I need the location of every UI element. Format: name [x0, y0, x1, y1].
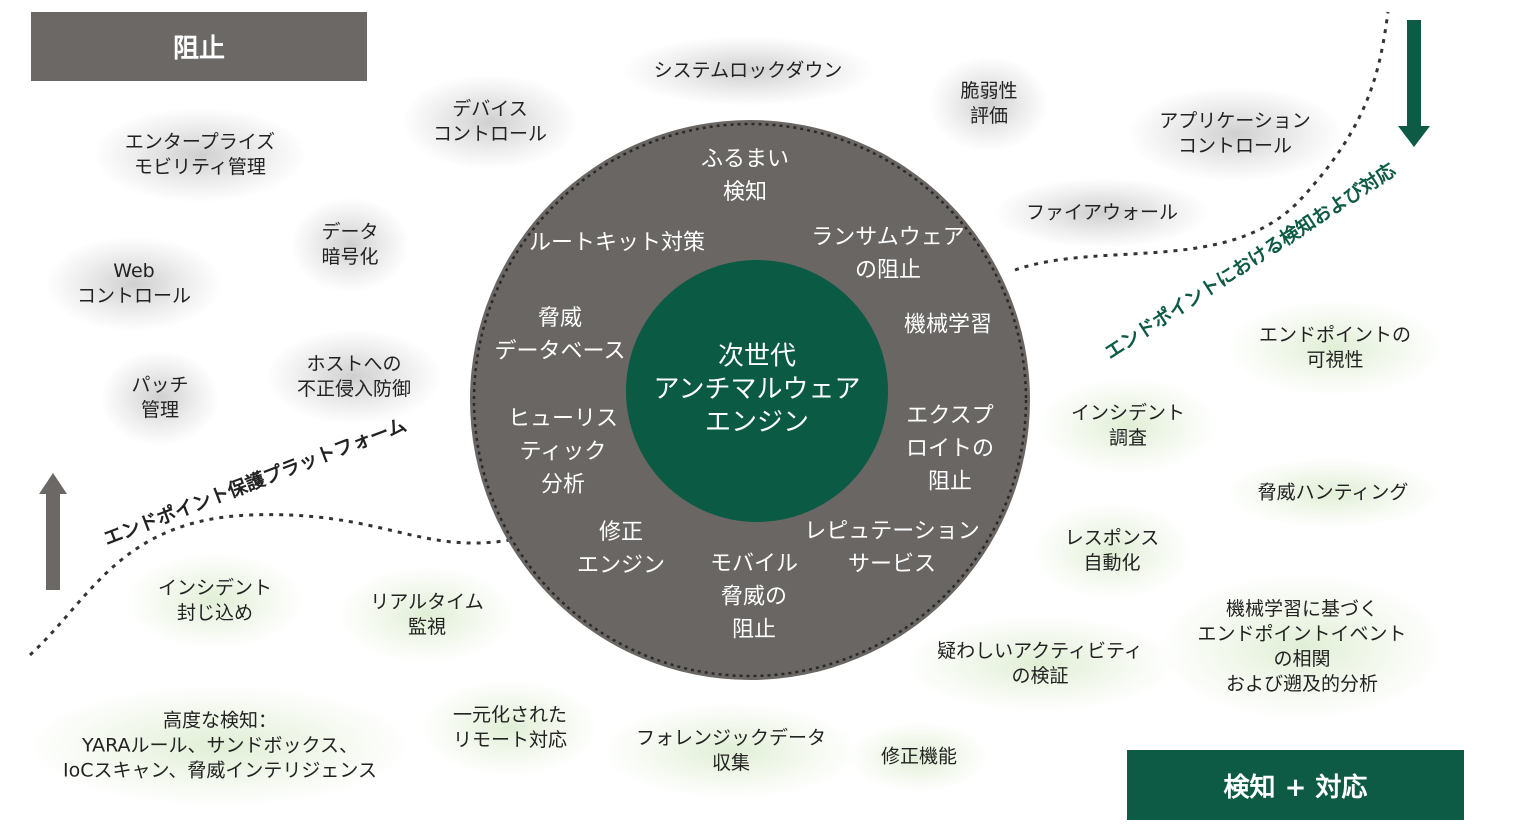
detection-item: 修正機能	[850, 722, 988, 792]
prevention-item: Web コントロール	[46, 237, 222, 331]
prevention-item: 脆弱性 評価	[930, 57, 1048, 151]
prevention-item: ファイアウォール	[995, 178, 1209, 248]
detection-item: 機械学習に基づく エンドポイントイベントの相関 および遡及的分析	[1162, 575, 1442, 719]
core-label: 次世代 アンチマルウェア エンジン	[653, 341, 861, 438]
core-circle	[626, 260, 888, 522]
detect-respond-header: 検知 + 対応	[1127, 750, 1464, 820]
ring-item: 機械学習	[903, 312, 993, 338]
detection-item: リアルタイム 監視	[340, 568, 515, 662]
block-header-label: 阻止	[172, 34, 225, 64]
ring-item: 脅威 データベース	[494, 306, 626, 364]
detection-item: インシデント 封じ込め	[127, 554, 303, 648]
ring-item: モバイル 脅威の 阻止	[709, 551, 799, 643]
ring-item: ふるまい 検知	[700, 147, 790, 205]
ring-item: ランサムウェア の阻止	[811, 225, 965, 283]
detection-item: 脅威ハンティング	[1227, 458, 1439, 528]
prevention-item: データ 暗号化	[291, 198, 409, 292]
up-arrow-icon	[39, 473, 67, 590]
ring-item: ルートキット対策	[528, 230, 706, 256]
detection-item: 高度な検知： YARAルール、サンドボックス、 IoCスキャン、脅威インテリジェ…	[33, 686, 407, 806]
detection-item: フォレンジックデータ 収集	[605, 704, 857, 798]
ring-item: 修正 エンジン	[576, 520, 666, 578]
prevention-item: アプリケーション コントロール	[1129, 87, 1341, 181]
prevention-item: システムロックダウン	[623, 36, 872, 106]
down-arrow-icon	[1398, 20, 1430, 147]
detection-item: エンドポイントの 可視性	[1228, 301, 1442, 395]
prevention-item: デバイス コントロール	[402, 75, 578, 169]
prevention-item: ホストへの 不正侵入防御	[266, 330, 442, 424]
detect-respond-header-label: 検知 + 対応	[1223, 772, 1368, 803]
prevention-item: エンタープライズ モビリティ管理	[94, 108, 306, 202]
ring-item: レピュテーション サービス	[804, 519, 980, 577]
epp-curve	[28, 513, 511, 657]
detection-item: レスポンス 自動化	[1034, 504, 1189, 598]
ring-item: ヒューリス ティック 分析	[507, 406, 619, 498]
prevention-item: パッチ 管理	[101, 351, 219, 445]
block-header: 阻止	[31, 12, 367, 81]
detection-item: 一元化された リモート対応	[422, 681, 598, 775]
detection-item: インシデント 調査	[1040, 379, 1216, 473]
edr-curve	[1014, 11, 1390, 272]
ring-item: エクスプ ロイトの 阻止	[905, 403, 995, 495]
detection-item: 疑わしいアクティビティ の検証	[907, 617, 1173, 711]
